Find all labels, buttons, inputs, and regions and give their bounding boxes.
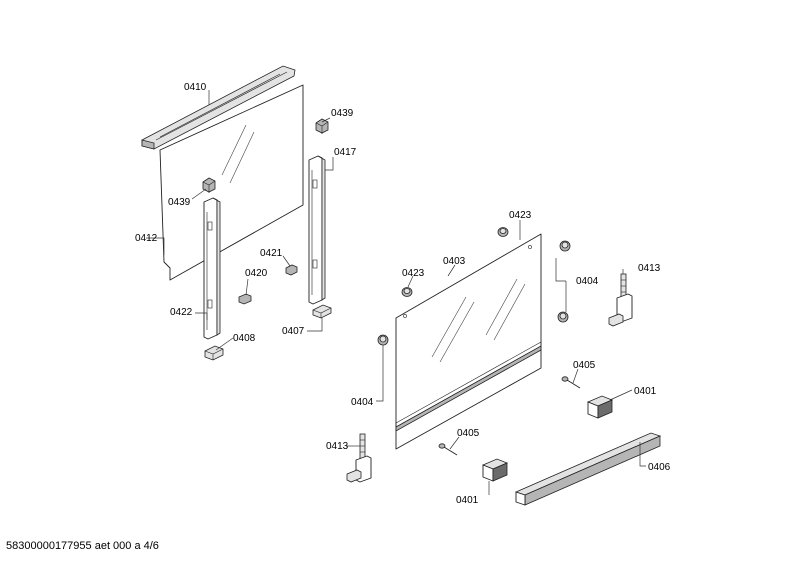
part-0408-hinge-bracket bbox=[204, 345, 224, 361]
callout-0401-upper: 0401 bbox=[634, 386, 657, 397]
part-0404-roller-right-upper bbox=[559, 240, 571, 252]
callout-0406: 0406 bbox=[648, 462, 671, 473]
part-0422-side-profile-left bbox=[203, 197, 221, 340]
part-0423-cap-lower bbox=[401, 287, 413, 297]
part-0401-block-lower bbox=[481, 458, 509, 482]
part-0413-hinge-right bbox=[608, 273, 633, 327]
part-0413-hinge-left bbox=[346, 433, 372, 483]
part-0405-screw-upper bbox=[561, 376, 581, 389]
part-0417-side-profile-right bbox=[308, 155, 326, 305]
part-0407-hinge-bracket bbox=[312, 304, 332, 319]
callout-0401-lower: 0401 bbox=[456, 495, 479, 506]
callout-0404-right: 0404 bbox=[576, 276, 599, 287]
callout-0403: 0403 bbox=[443, 256, 466, 267]
callout-0423-upper: 0423 bbox=[509, 210, 532, 221]
callout-0405-upper: 0405 bbox=[573, 360, 596, 371]
callout-0410: 0410 bbox=[184, 82, 207, 93]
callout-0407: 0407 bbox=[282, 326, 305, 337]
callout-0420: 0420 bbox=[245, 268, 268, 279]
part-0405-screw-lower bbox=[438, 443, 458, 456]
callout-0421: 0421 bbox=[260, 248, 283, 259]
part-0412-inner-glass bbox=[159, 84, 304, 281]
callout-labels: 0410 0439 0417 0439 0412 0421 0420 0422 … bbox=[135, 82, 671, 506]
part-0403-outer-door-glass bbox=[395, 233, 542, 450]
part-0404-roller-right-lower bbox=[557, 311, 569, 323]
part-0404-roller-left bbox=[377, 334, 389, 346]
part-0401-block-upper bbox=[586, 395, 614, 419]
part-0410-top-profile bbox=[141, 65, 296, 150]
callout-0417: 0417 bbox=[334, 147, 357, 158]
part-0420-clip bbox=[238, 293, 252, 305]
part-0439-clip-lower bbox=[202, 177, 216, 193]
callout-0423-lower: 0423 bbox=[402, 268, 425, 279]
callout-0413-right: 0413 bbox=[638, 263, 661, 274]
part-0439-clip-upper bbox=[315, 118, 329, 134]
callout-0422: 0422 bbox=[170, 307, 193, 318]
callout-0408: 0408 bbox=[233, 333, 256, 344]
callout-0412: 0412 bbox=[135, 233, 158, 244]
callout-0405-lower: 0405 bbox=[457, 428, 480, 439]
callout-0404-left: 0404 bbox=[351, 397, 374, 408]
leader-lines bbox=[146, 90, 646, 495]
part-0406-handle-bar bbox=[514, 432, 662, 506]
callout-0439-upper: 0439 bbox=[331, 108, 354, 119]
part-0421-clip bbox=[285, 264, 298, 276]
callout-0413-left: 0413 bbox=[326, 441, 349, 452]
document-id-footer: 58300000177955 aet 000 a 4/6 bbox=[6, 540, 159, 552]
callout-0439-lower: 0439 bbox=[168, 197, 191, 208]
part-0423-cap-upper bbox=[497, 227, 509, 237]
